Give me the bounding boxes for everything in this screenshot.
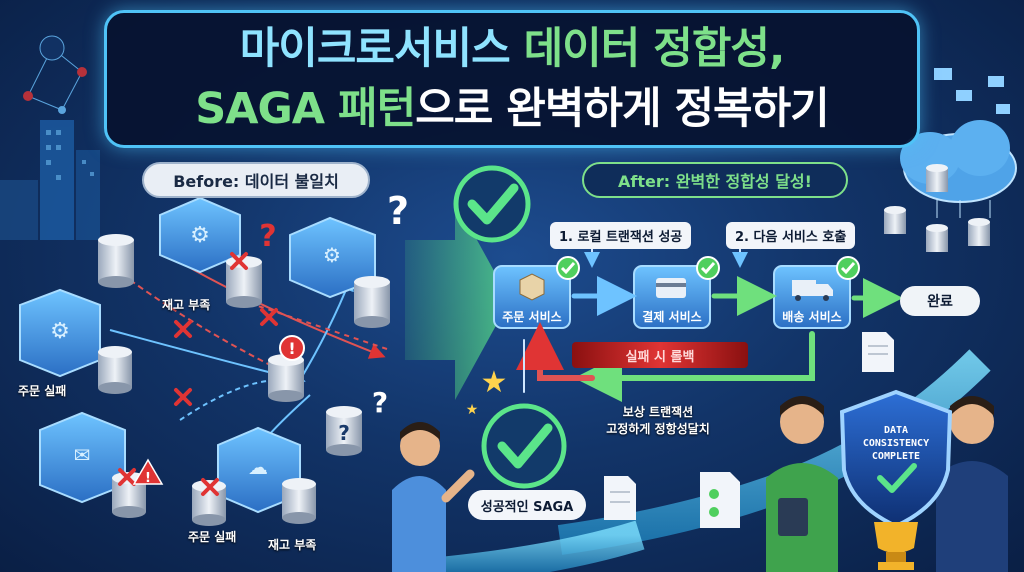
service-label-order: 주문 서비스 <box>502 310 562 324</box>
svg-text:?: ? <box>372 386 388 419</box>
document-icon <box>604 332 894 528</box>
skyline-illustration <box>0 120 100 240</box>
database-icon <box>326 406 362 456</box>
svg-text:?: ? <box>338 421 350 445</box>
compensation-line-1: 보상 트랜잭션 <box>622 405 694 419</box>
step-local-transaction: 1. 로컬 트랜잭션 성공 <box>550 222 692 249</box>
database-icon <box>354 276 390 328</box>
success-badge-icon <box>453 165 531 243</box>
before-label: Before: 데이터 불일치 <box>142 162 370 198</box>
cloud-database-icon <box>900 120 1017 218</box>
title-line2-part-a: SAGA 패턴 <box>195 84 416 134</box>
transition-arrow <box>405 200 510 400</box>
svg-text:☁: ☁ <box>248 455 268 479</box>
service-label-shipping: 배송 서비스 <box>782 310 842 324</box>
caption-stock-shortage-top: 재고 부족 <box>162 298 211 312</box>
title-line-2: SAGA 패턴으로 완벽하게 정복하기 <box>195 79 830 139</box>
svg-text:⚙: ⚙ <box>190 223 210 248</box>
network-graph-icon <box>23 35 87 114</box>
database-icon <box>98 234 134 288</box>
shield-text: DATA CONSISTENCY COMPLETE <box>848 424 944 463</box>
database-icon <box>268 354 304 402</box>
title-line1-part-b: 데이터 정합성, <box>523 24 786 74</box>
caption-stock-shortage-bottom: 재고 부족 <box>268 538 317 552</box>
svg-text:?: ? <box>387 189 409 233</box>
envelope-icon <box>934 68 1010 114</box>
success-check-icon <box>556 256 860 280</box>
step-next-service-call: 2. 다음 서비스 호출 <box>726 222 856 249</box>
title-line-1: 마이크로서비스 데이터 정합성, <box>239 19 786 79</box>
shield-check-icon <box>877 463 917 493</box>
database-icon <box>98 346 132 394</box>
team-people-illustration <box>766 396 1008 572</box>
shield-text-line-1: DATA <box>883 425 909 436</box>
svg-text:!: ! <box>288 339 295 358</box>
svg-text:?: ? <box>259 219 276 254</box>
caption-order-fail-bottom: 주문 실패 <box>188 530 237 544</box>
payment-service-node <box>633 265 711 329</box>
compensation-transaction-text: 보상 트랜잭션 고정하게 정항성달치 <box>588 404 728 438</box>
service-node-left: ⚙ <box>19 288 101 378</box>
rollback-flow <box>516 322 815 402</box>
svg-text:✉: ✉ <box>74 443 91 467</box>
svg-text:!: ! <box>145 471 151 486</box>
database-icon <box>282 478 316 524</box>
shield-text-line-2: CONSISTENCY <box>862 438 930 449</box>
success-saga-label: 성공적인 SAGA <box>468 490 586 520</box>
star-icon: ★ <box>466 402 479 418</box>
complete-label: 완료 <box>900 286 980 316</box>
svg-text:⚙: ⚙ <box>50 319 70 344</box>
success-badge-icon <box>481 403 567 489</box>
title-banner: 마이크로서비스 데이터 정합성, SAGA 패턴으로 완벽하게 정복하기 <box>104 10 920 148</box>
caption-order-fail-left: 주문 실패 <box>18 384 67 398</box>
question-icon: ? ? ? ? <box>259 189 409 445</box>
database-icon <box>884 206 990 252</box>
title-line2-part-b: 으로 완벽하게 정복하기 <box>415 84 830 134</box>
compensation-line-2: 고정하게 정항성달치 <box>606 422 710 436</box>
warning-icon: ! ! <box>132 335 305 486</box>
shield-text-line-3: COMPLETE <box>871 451 921 462</box>
title-line1-part-a: 마이크로서비스 <box>239 24 511 74</box>
rollback-label: 실패 시 롤백 <box>572 342 748 368</box>
service-label-payment: 결제 서비스 <box>642 310 702 324</box>
presenter-person-illustration <box>392 422 475 572</box>
shipping-service-node <box>773 265 851 329</box>
trophy-icon <box>874 522 918 570</box>
star-icon: ★ <box>481 365 508 400</box>
svg-text:⚙: ⚙ <box>323 243 341 267</box>
service-node-top: ⚙ <box>159 196 241 274</box>
after-label: After: 완벽한 정합성 달성! <box>582 162 848 198</box>
error-x-icon <box>118 252 278 496</box>
